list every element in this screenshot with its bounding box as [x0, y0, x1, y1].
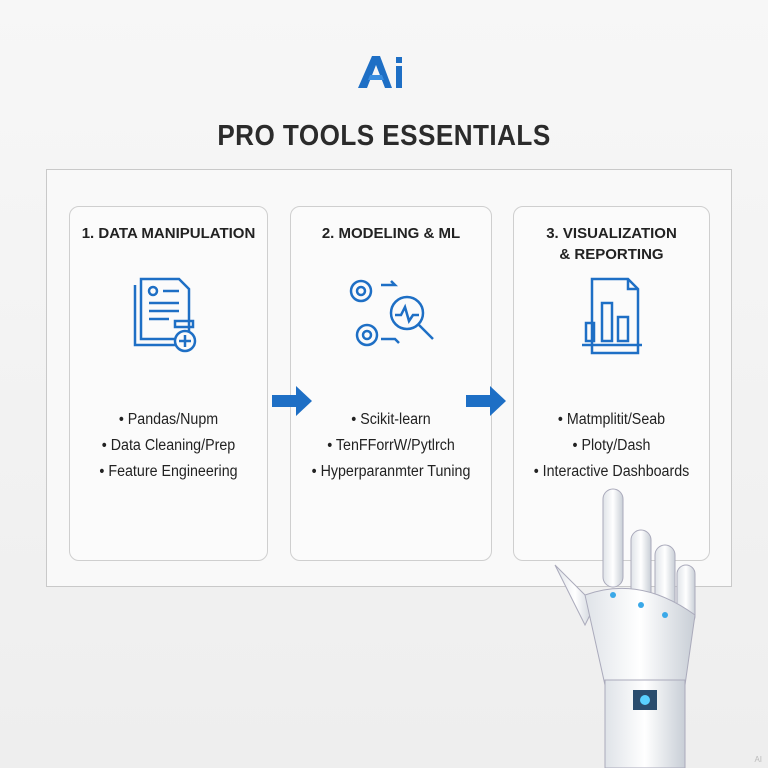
card-title: 2. MODELING & ML	[321, 225, 461, 242]
list-item: TenFForrW/Pytlrch	[299, 433, 483, 459]
card-data-manipulation: 1. DATA MANIPULATION Pandas/Nupm Data Cl…	[69, 206, 268, 561]
list-item: Interactive Dashboards	[522, 459, 701, 485]
card-modeling-ml: 2. MODELING & ML Scikit-learn TenFForrW/…	[290, 206, 492, 561]
bar-chart-report-icon	[581, 277, 642, 355]
list-item: Feature Engineering	[78, 459, 259, 485]
list-item: Hyperparanmter Tuning	[299, 459, 483, 485]
document-database-icon	[133, 277, 196, 353]
ai-logo	[358, 56, 402, 88]
arrow-right-icon	[466, 386, 506, 416]
list-item: Scikit-learn	[299, 407, 483, 433]
tool-list: Scikit-learn TenFForrW/Pytlrch Hyperpara…	[291, 407, 491, 485]
list-item: Pandas/Nupm	[78, 407, 259, 433]
list-item: Matmplitit/Seab	[522, 407, 701, 433]
watermark: AI	[754, 755, 762, 764]
list-item: Ploty/Dash	[522, 433, 701, 459]
tool-list: Matmplitit/Seab Ploty/Dash Interactive D…	[514, 407, 709, 485]
tool-list: Pandas/Nupm Data Cleaning/Prep Feature E…	[70, 407, 267, 485]
list-item: Data Cleaning/Prep	[78, 433, 259, 459]
robot-hand-illustration	[554, 488, 696, 768]
gears-magnifier-icon	[349, 279, 434, 347]
card-title: 1. DATA MANIPULATION	[81, 225, 256, 242]
arrow-right-icon	[272, 386, 312, 416]
card-title: 3. VISUALIZATION & REPORTING	[546, 225, 677, 263]
page-title: PRO TOOLS ESSENTIALS	[217, 120, 551, 152]
